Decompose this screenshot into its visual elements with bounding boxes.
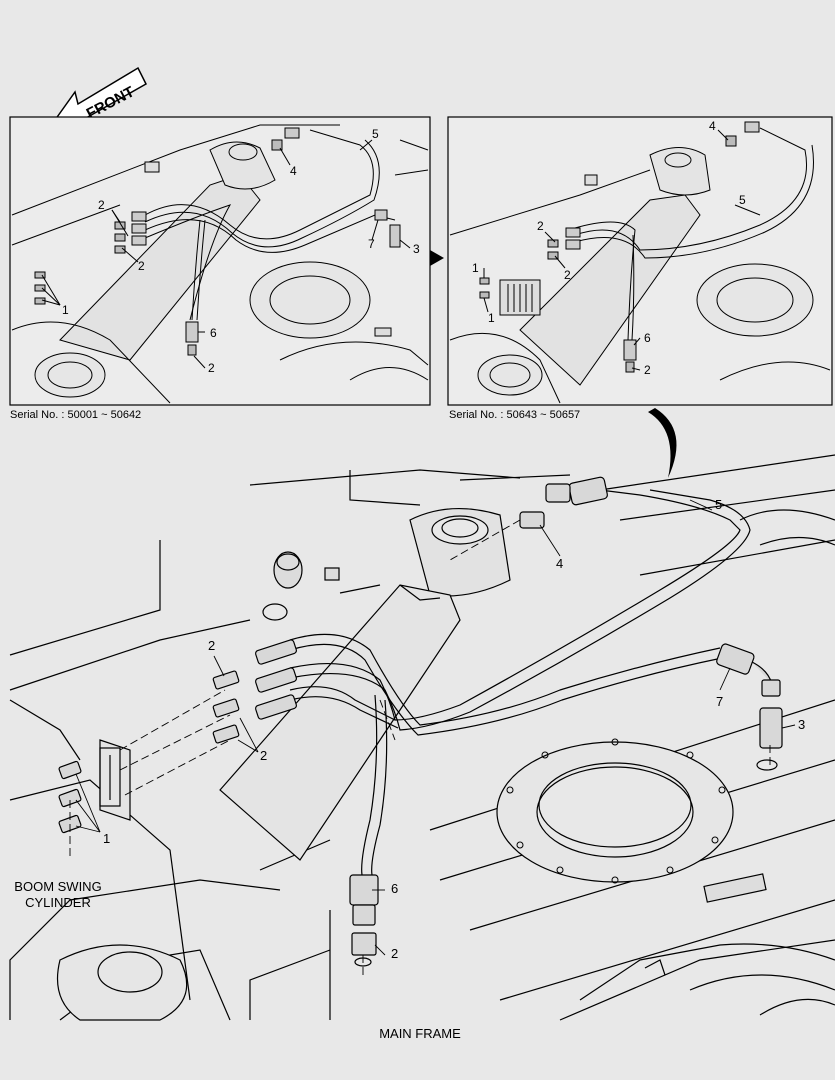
boom-swing-line2: CYLINDER: [25, 895, 91, 910]
serial-caption-right: Serial No. : 50643 ~ 50657: [449, 409, 581, 421]
serial-caption-left: Serial No. : 50001 ~ 50642: [10, 409, 142, 421]
tl-callout-7: 7: [368, 237, 375, 251]
tr-callout-2b: 2: [564, 268, 571, 282]
tr-callout-1b: 1: [488, 311, 495, 325]
main-callout-6: 6: [391, 881, 398, 896]
tl-callout-6: 6: [210, 326, 217, 340]
boom-swing-line1: BOOM SWING: [14, 879, 102, 894]
inset-top-right: 2 2 1 1 6 2 5 4: [447, 116, 833, 406]
main-frame-label: MAIN FRAME: [379, 1026, 461, 1041]
tr-callout-2c: 2: [644, 363, 651, 377]
main-callout-2c: 2: [391, 946, 398, 961]
tr-callout-5: 5: [739, 193, 746, 207]
main-callout-3: 3: [798, 717, 805, 732]
inset-arrow-icon: [430, 250, 444, 266]
main-callout-7: 7: [716, 694, 723, 709]
boom-swing-cylinder-label: BOOM SWING CYLINDER: [8, 879, 108, 911]
tr-callout-4: 4: [709, 119, 716, 133]
tr-callout-1a: 1: [472, 261, 479, 275]
inset-top-left: 2 2 1 6 2 7 3 5 4: [9, 116, 431, 406]
tl-callout-1: 1: [62, 303, 69, 317]
main-callout-5: 5: [715, 497, 722, 512]
main-callout-4: 4: [556, 556, 563, 571]
detail-curve-arrow-icon: [648, 408, 677, 478]
main-callout-1: 1: [103, 831, 110, 846]
main-view: [9, 454, 835, 1021]
tr-callout-2a: 2: [537, 219, 544, 233]
tl-callout-4: 4: [290, 164, 297, 178]
tl-callout-3: 3: [413, 242, 420, 256]
tl-callout-2c: 2: [208, 361, 215, 375]
tl-callout-5: 5: [372, 127, 379, 141]
tl-callout-2b: 2: [138, 259, 145, 273]
main-callout-2a: 2: [208, 638, 215, 653]
tl-callout-2a: 2: [98, 198, 105, 212]
tr-callout-6: 6: [644, 331, 651, 345]
main-callout-2b: 2: [260, 748, 267, 763]
